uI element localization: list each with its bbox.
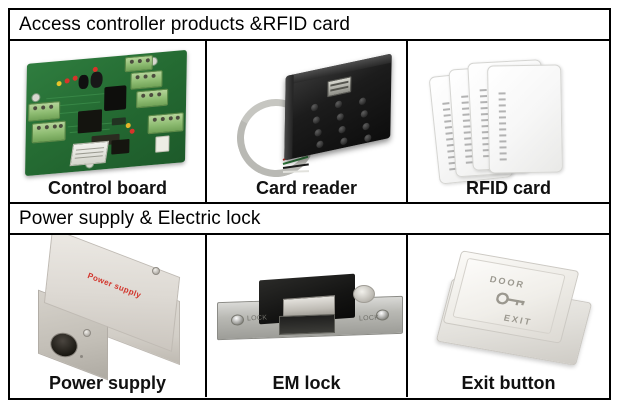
terminal-block: [147, 112, 184, 135]
screw-icon: [152, 267, 160, 275]
psu-assembly: Power supply: [30, 235, 198, 381]
led-indicator: [56, 80, 62, 87]
product-caption: Power supply: [48, 373, 167, 393]
product-cell-power-supply[interactable]: Power supply Power supply: [10, 235, 207, 397]
screw-hole-icon: [231, 314, 244, 326]
section-header-access-controller: Access controller products &RFID card: [10, 10, 609, 41]
reader-keypad: [310, 90, 379, 149]
terminal-block: [136, 88, 169, 109]
product-cell-control-board[interactable]: Control board: [10, 41, 207, 204]
terminal-block: [31, 120, 66, 144]
lock-strike-slot: [279, 314, 335, 335]
key-icon: [494, 291, 528, 313]
section-title-text: Access controller products &RFID card: [19, 13, 351, 35]
mount-hole-icon: [31, 92, 41, 103]
product-caption: EM lock: [272, 373, 341, 393]
reader-assembly: [226, 53, 397, 188]
lock-assembly: LOCK LOCK: [217, 271, 403, 357]
dip-switch-block: [69, 140, 110, 167]
section-header-power-supply: Power supply & Electric lock: [10, 204, 609, 235]
relay-component: [104, 85, 127, 112]
capacitor-component: [90, 71, 103, 89]
products-table: Access controller products &RFID card: [8, 8, 611, 400]
lock-etch-text: LOCK: [246, 314, 268, 323]
led-indicator: [125, 122, 131, 129]
reader-housing: [284, 53, 392, 161]
connector-header: [111, 138, 130, 155]
pcb-assembly: [25, 49, 192, 177]
psu-vent-dot: [80, 355, 83, 358]
pcb-board: [25, 49, 187, 177]
product-caption: Card reader: [255, 178, 358, 198]
connector-header: [155, 135, 170, 153]
product-caption: Exit button: [461, 373, 556, 393]
product-cell-em-lock[interactable]: LOCK LOCK EM lock: [207, 235, 408, 397]
terminal-block: [130, 70, 163, 90]
section-title-text: Power supply & Electric lock: [19, 207, 261, 229]
card-serial-number: [498, 90, 509, 164]
smd-component: [111, 117, 126, 126]
rfid-card-item: [487, 64, 563, 174]
microcontroller-chip: [77, 109, 103, 134]
power-supply-photo: Power supply: [10, 235, 205, 397]
exit-button-assembly: DOOR EXIT: [435, 249, 593, 373]
led-indicator: [129, 128, 135, 134]
product-cell-card-reader[interactable]: Card reader: [207, 41, 408, 204]
led-indicator: [72, 75, 78, 81]
product-caption: Control board: [48, 178, 167, 198]
pcb-trace: [46, 92, 107, 100]
product-row-power-supply: Power supply Power supply: [10, 235, 609, 397]
rfid-card-stack: [428, 51, 594, 185]
product-caption: RFID card: [465, 178, 552, 198]
lock-etch-text: LOCK: [358, 314, 380, 323]
lock-badge-icon: [353, 285, 375, 303]
capacitor-component: [78, 74, 89, 90]
product-cell-exit-button[interactable]: DOOR EXIT Exit button: [408, 235, 609, 397]
screw-icon: [83, 329, 91, 337]
product-cell-rfid-card[interactable]: RFID card: [408, 41, 609, 204]
terminal-block: [124, 54, 153, 73]
em-lock-photo: LOCK LOCK: [207, 235, 406, 397]
wire-white: [282, 170, 310, 173]
exit-button-photo: DOOR EXIT: [408, 235, 609, 397]
led-indicator: [64, 78, 70, 84]
terminal-block: [27, 101, 61, 122]
reader-display: [327, 76, 352, 98]
product-row-access-controller: Control board: [10, 41, 609, 204]
